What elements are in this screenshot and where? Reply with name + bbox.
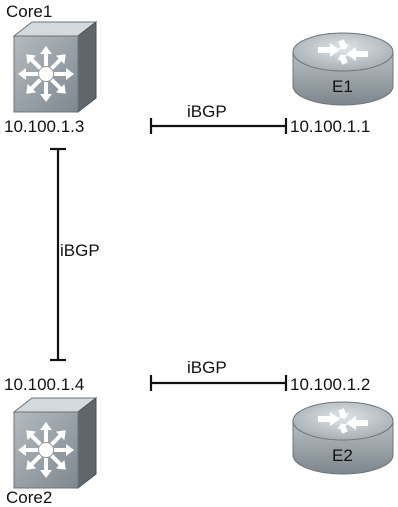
bottom-ibgp-link [149, 375, 288, 391]
core2-switch-icon [12, 396, 98, 490]
core1-switch-icon [12, 20, 98, 114]
vertical-ibgp-link [50, 147, 66, 362]
bottom-link-label: iBGP [187, 358, 227, 377]
e1-name: E1 [332, 77, 353, 96]
core1-name: Core1 [6, 2, 52, 21]
e2-ip: 10.100.1.2 [290, 375, 370, 394]
e1-ip: 10.100.1.1 [290, 117, 370, 136]
core1-ip: 10.100.1.3 [4, 117, 84, 136]
e2-router-icon [292, 401, 394, 475]
top-link-label: iBGP [187, 102, 227, 121]
vertical-link-label: iBGP [60, 241, 100, 260]
top-ibgp-link [149, 118, 288, 134]
e2-name: E2 [332, 446, 353, 465]
e1-router-icon [292, 32, 394, 106]
core2-name: Core2 [6, 488, 52, 507]
core2-ip: 10.100.1.4 [4, 375, 84, 394]
